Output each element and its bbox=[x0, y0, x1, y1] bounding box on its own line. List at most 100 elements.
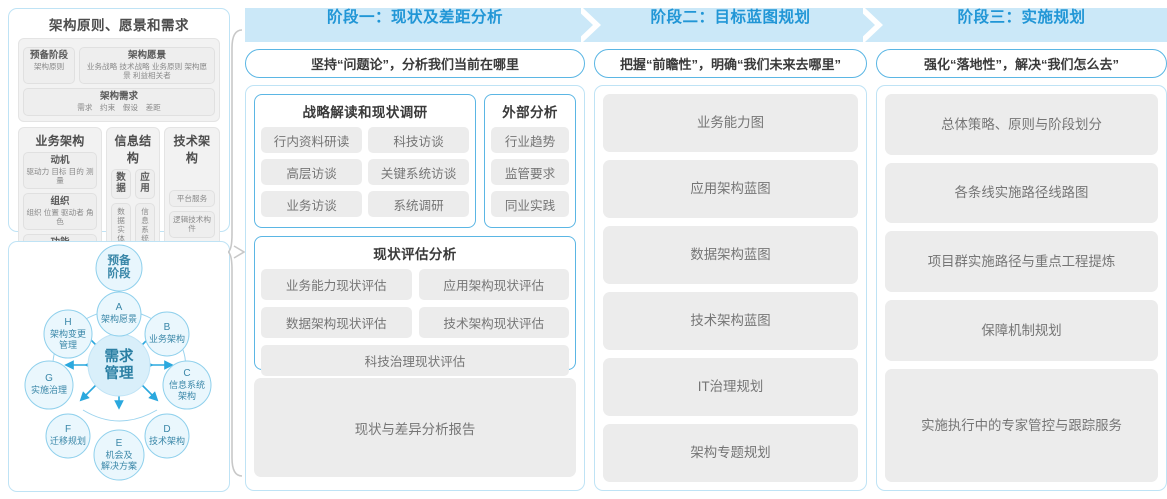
phase2-body: 业务能力图 应用架构蓝图 数据架构蓝图 技术架构蓝图 IT治理规划 架构专题规划 bbox=[594, 85, 867, 491]
phase2-item-3[interactable]: 技术架构蓝图 bbox=[603, 292, 858, 350]
adm-center-node bbox=[87, 333, 151, 397]
togaf-data-item-0-label: 数据实体 bbox=[117, 207, 125, 244]
phase2-item-1[interactable]: 应用架构蓝图 bbox=[603, 160, 858, 218]
adm-node-a-key: A bbox=[116, 302, 123, 313]
togaf-prep-box: 预备阶段 架构原则 bbox=[23, 47, 75, 85]
phase1-assessment-item-2[interactable]: 数据架构现状评估 bbox=[261, 307, 412, 338]
phase1-assessment-item-3[interactable]: 技术架构现状评估 bbox=[418, 307, 569, 338]
phase1-assessment-item-0[interactable]: 业务能力现状评估 bbox=[261, 269, 412, 300]
adm-preparatory-label-line1: 预备 bbox=[108, 253, 131, 267]
togaf-data-item-0: 数据实体 bbox=[111, 203, 131, 248]
togaf-cell-organization: 组织 组织 位置 驱动者 角色 bbox=[23, 193, 97, 231]
adm-node-h-label-line1: 架构变更 bbox=[50, 328, 86, 339]
bracket-connector bbox=[226, 28, 250, 483]
phase1-assessment-card: 现状评估分析 业务能力现状评估 应用架构现状评估 数据架构现状评估 技术架构现状… bbox=[254, 236, 576, 376]
phase1-strategy-item-5[interactable]: 系统调研 bbox=[368, 191, 469, 217]
phase3-item-0[interactable]: 总体策略、原则与阶段划分 bbox=[885, 94, 1158, 155]
adm-node-h-label-line2: 管理 bbox=[59, 339, 77, 350]
togaf-prep-heading: 预备阶段 bbox=[29, 50, 68, 61]
adm-node-preparatory bbox=[95, 244, 143, 292]
phase-banner-strip bbox=[245, 8, 1167, 42]
phase1-assessment-item-full[interactable]: 科技治理现状评估 bbox=[261, 345, 569, 376]
togaf-information-heading: 信息结构 bbox=[114, 134, 152, 166]
togaf-vision-box: 架构愿景 业务战略 技术战略 业务原则 架构愿景 利益相关者 bbox=[79, 47, 215, 85]
adm-node-c-label-line2: 架构 bbox=[178, 390, 196, 401]
adm-node-e-key: E bbox=[116, 438, 123, 449]
phase1-assessment-item-1[interactable]: 应用架构现状评估 bbox=[418, 269, 569, 300]
phase2-item-2[interactable]: 数据架构蓝图 bbox=[603, 226, 858, 284]
adm-node-c-label-line1: 信息系统 bbox=[169, 379, 205, 390]
adm-node-b-label: 业务架构 bbox=[149, 333, 185, 344]
phase3-item-4[interactable]: 实施执行中的专家管控与跟踪服务 bbox=[885, 368, 1158, 483]
phase1-assessment-title: 现状评估分析 bbox=[373, 247, 457, 262]
phase-subtitle-1: 坚持“问题论”，分析我们当前在哪里 bbox=[245, 49, 585, 78]
phase1-external-card: 外部分析 行业趋势 监管要求 同业实践 bbox=[484, 94, 576, 228]
adm-node-f bbox=[45, 413, 91, 459]
adm-node-f-key: F bbox=[65, 424, 71, 435]
togaf-cell-motivation-heading: 动机 bbox=[50, 155, 70, 167]
togaf-application-heading: 应用 bbox=[140, 172, 150, 195]
togaf-technology-item-1-label: 逻辑技术构件 bbox=[173, 215, 211, 234]
phase1-external-item-1[interactable]: 监管要求 bbox=[491, 159, 569, 185]
togaf-technology-heading: 技术架构 bbox=[173, 134, 211, 166]
phase1-strategy-item-3[interactable]: 关键系统访谈 bbox=[368, 159, 469, 185]
togaf-vision-items: 业务战略 技术战略 业务原则 架构愿景 利益相关者 bbox=[86, 61, 208, 81]
phase1-strategy-item-4[interactable]: 业务访谈 bbox=[261, 191, 362, 217]
adm-preparatory-label-line2: 阶段 bbox=[108, 266, 131, 280]
phase1-strategy-card: 战略解读和现状调研 行内资料研读 科技访谈 高层访谈 关键系统访谈 业务访谈 系… bbox=[254, 94, 476, 228]
adm-node-d-label: 技术架构 bbox=[149, 435, 185, 446]
adm-node-h bbox=[43, 309, 93, 359]
togaf-technology-item-0: 平台服务 bbox=[169, 190, 215, 208]
adm-node-a bbox=[96, 291, 142, 337]
phase2-item-4[interactable]: IT治理规划 bbox=[603, 358, 858, 416]
phase1-strategy-item-0[interactable]: 行内资料研读 bbox=[261, 127, 362, 153]
phase1-strategy-item-2[interactable]: 高层访谈 bbox=[261, 159, 362, 185]
phase1-report-box[interactable]: 现状与差异分析报告 bbox=[254, 378, 576, 477]
adm-node-d-key: D bbox=[163, 424, 170, 435]
phase2-item-5[interactable]: 架构专题规划 bbox=[603, 424, 858, 482]
togaf-data-heading-box: 数据 bbox=[111, 169, 131, 200]
phase1-external-title: 外部分析 bbox=[502, 105, 558, 120]
phase1-strategy-item-1[interactable]: 科技访谈 bbox=[368, 127, 469, 153]
togaf-technology-item-1: 逻辑技术构件 bbox=[169, 211, 215, 238]
phase3-item-2[interactable]: 项目群实施路径与重点工程提炼 bbox=[885, 231, 1158, 293]
phase-subtitle-2: 把握“前瞻性”，明确“我们未来去哪里” bbox=[594, 49, 867, 78]
togaf-cell-organization-heading: 组织 bbox=[50, 196, 70, 208]
togaf-panel-title: 架构原则、愿景和需求 bbox=[49, 18, 189, 33]
adm-node-b bbox=[144, 311, 190, 357]
adm-cycle-diagram: 预备 阶段 需求 管理 A 架构愿景 B 业务架构 C 信息系统 架构 bbox=[24, 244, 212, 481]
adm-node-b-key: B bbox=[164, 322, 171, 333]
phase-banner-label-2: 阶段二：目标蓝图规划 bbox=[650, 9, 811, 26]
phase3-item-1[interactable]: 各条线实施路径线路图 bbox=[885, 162, 1158, 224]
togaf-requirements-heading: 架构需求 bbox=[99, 91, 138, 103]
adm-node-e-label-line1: 机会及 bbox=[105, 449, 132, 460]
togaf-section-principles: 预备阶段 架构原则 架构愿景 业务战略 技术战略 业务原则 架构愿景 利益相关者… bbox=[18, 38, 220, 123]
togaf-application-heading-box: 应用 bbox=[135, 169, 155, 200]
adm-node-g-label: 实施治理 bbox=[31, 384, 67, 395]
phase2-item-0[interactable]: 业务能力图 bbox=[603, 94, 858, 152]
adm-center-label-line1: 需求 bbox=[105, 347, 134, 365]
phase3-body: 总体策略、原则与阶段划分 各条线实施路径线路图 项目群实施路径与重点工程提炼 保… bbox=[876, 85, 1167, 491]
adm-center-label-line2: 管理 bbox=[105, 364, 134, 382]
phase1-external-item-2[interactable]: 同业实践 bbox=[491, 191, 569, 217]
togaf-data-heading: 数据 bbox=[116, 172, 126, 195]
phase1-body: 战略解读和现状调研 行内资料研读 科技访谈 高层访谈 关键系统访谈 业务访谈 系… bbox=[245, 85, 585, 491]
adm-node-c-key: C bbox=[183, 368, 190, 379]
adm-node-g bbox=[24, 360, 74, 410]
phase3-item-3[interactable]: 保障机制规划 bbox=[885, 300, 1158, 361]
adm-node-d bbox=[144, 413, 190, 459]
togaf-prep-items: 架构原则 bbox=[33, 61, 65, 71]
togaf-cell-motivation-items: 驱动力 目标 目的 测量 bbox=[26, 167, 94, 186]
left-column: 架构原则、愿景和需求 预备阶段 架构原则 架构愿景 业务战略 技术战略 业务原则… bbox=[8, 8, 230, 492]
phase-banner-label-1: 阶段一：现状及差距分析 bbox=[326, 9, 503, 26]
adm-node-f-label: 迁移规划 bbox=[50, 435, 86, 446]
togaf-cell-motivation: 动机 驱动力 目标 目的 测量 bbox=[23, 152, 97, 190]
togaf-cell-organization-items: 组织 位置 驱动者 角色 bbox=[26, 208, 94, 227]
togaf-requirements-items: 需求 约束 假设 差距 bbox=[77, 103, 161, 113]
adm-node-a-label: 架构愿景 bbox=[101, 313, 137, 324]
phase1-external-item-0[interactable]: 行业趋势 bbox=[491, 127, 569, 153]
togaf-content-framework-panel: 架构原则、愿景和需求 预备阶段 架构原则 架构愿景 业务战略 技术战略 业务原则… bbox=[8, 8, 230, 458]
adm-cycle-panel: 预备 阶段 需求 管理 A 架构愿景 B 业务架构 C 信息系统 架构 bbox=[8, 241, 230, 492]
phase-banner-label-3: 阶段三：实施规划 bbox=[957, 9, 1086, 26]
